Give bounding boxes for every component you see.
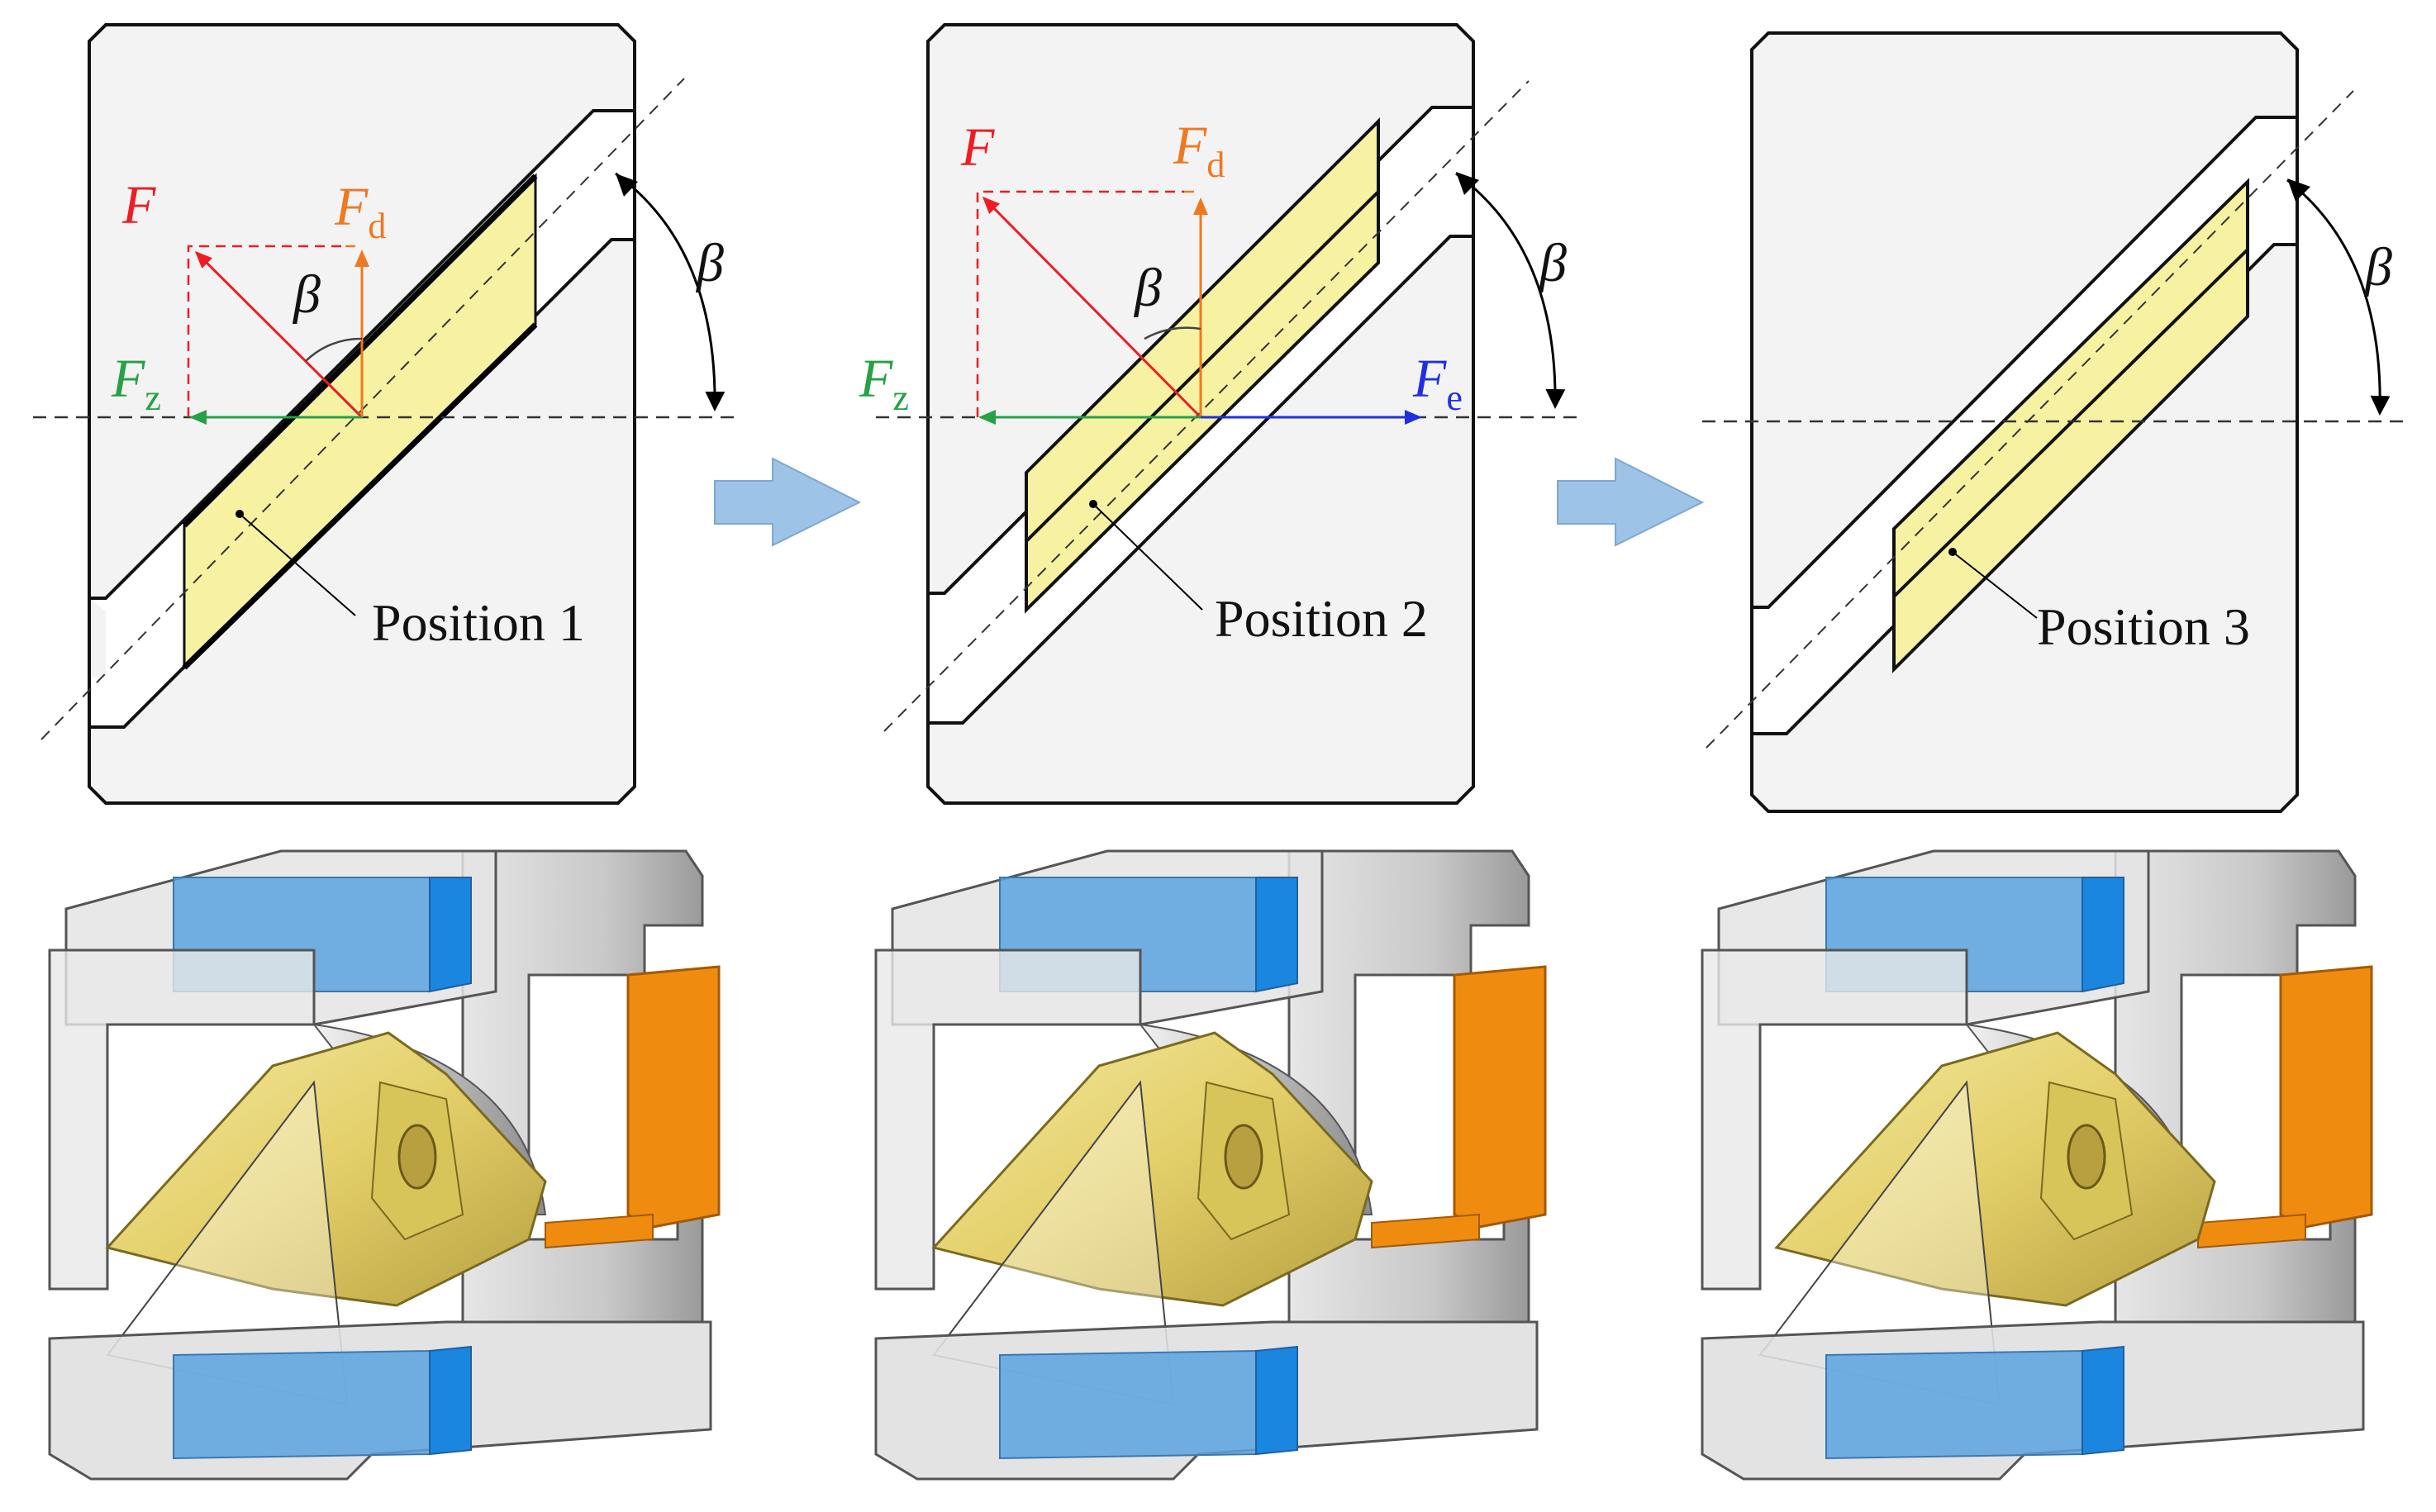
render-1-left-wall [48, 949, 316, 1291]
panel-3-insert [1892, 178, 2249, 673]
render-2-left-wall [874, 949, 1142, 1291]
render-1-lower-magnet [173, 1349, 431, 1460]
panel-1-label-Fd: Fd [334, 177, 386, 246]
panel-2-centerline [883, 80, 1530, 732]
render-2-orange-part [1453, 965, 1547, 1229]
panel-3-centerline [1706, 90, 2354, 749]
panel-2-label-Fz: Fz [859, 349, 909, 418]
panel-1-diagram: F Fd Fz β β Position 1 [33, 23, 740, 805]
panel-2-beta-arc [1455, 172, 1566, 409]
render-2-lower-magnet-side [1255, 1345, 1298, 1456]
right-arrow-icon [1557, 457, 1705, 547]
panel-1-label-Fz: Fz [111, 349, 161, 418]
panel-1-leader [239, 513, 356, 616]
panel-2-diagram: F Fd Fz Fe β β Position 2 [859, 23, 1582, 805]
render-2-upper-magnet-side [1255, 877, 1298, 993]
panel-2-label-Fe: Fe [1412, 349, 1463, 418]
render-3-lower-magnet-side [2082, 1345, 2124, 1456]
render-1-bolt-hole [397, 1124, 437, 1190]
panel-1-label-F: F [121, 175, 156, 235]
panel-2-label-beta-outer: β [1538, 233, 1567, 293]
panel-2-force-F-arrow [982, 196, 1202, 419]
render-3-orange-part [2279, 965, 2373, 1229]
render-2-orange-strip [1371, 1213, 1480, 1249]
render-3-left-wall [1701, 949, 1968, 1291]
panel-3-label-beta-outer: β [2363, 237, 2392, 297]
panel-2-position-label: Position 2 [1215, 589, 1428, 648]
panel-1-position-label: Position 1 [372, 593, 585, 652]
panel-3-diagram: β Position 3 [1702, 31, 2405, 813]
right-arrow-icon [714, 457, 862, 547]
render-3-upper-magnet-side [2082, 877, 2124, 993]
render-3-lower-magnet [1825, 1349, 2083, 1460]
panel-2-leader [1092, 503, 1203, 611]
panel-3-leader [1952, 551, 2038, 619]
panel-2-label-Fd: Fd [1173, 116, 1225, 185]
panel-3-position-label: Position 3 [2037, 597, 2250, 656]
render-1-orange-part [626, 965, 721, 1229]
render-3-bolt-hole [2067, 1124, 2106, 1190]
panel-3-beta-arc [2286, 178, 2391, 416]
panel-1-angle-arc [305, 337, 363, 362]
render-1-upper-magnet-side [429, 877, 472, 993]
panel-1-force-F-arrow [194, 250, 364, 419]
render-2-bolt-hole [1224, 1124, 1263, 1190]
panel-1-label-beta-outer: β [695, 233, 724, 293]
render-2-lower-magnet [999, 1349, 1257, 1460]
renders-row [48, 849, 2373, 1481]
panel-1-label-beta-inner: β [292, 264, 321, 325]
panel-1-beta-arc [615, 172, 726, 411]
render-1-lower-magnet-side [429, 1345, 472, 1456]
panel-2-label-beta-inner: β [1133, 258, 1162, 318]
panel-2-angle-arc [1144, 326, 1201, 340]
render-1-orange-strip [545, 1213, 654, 1249]
panel-2-label-F: F [960, 117, 995, 178]
